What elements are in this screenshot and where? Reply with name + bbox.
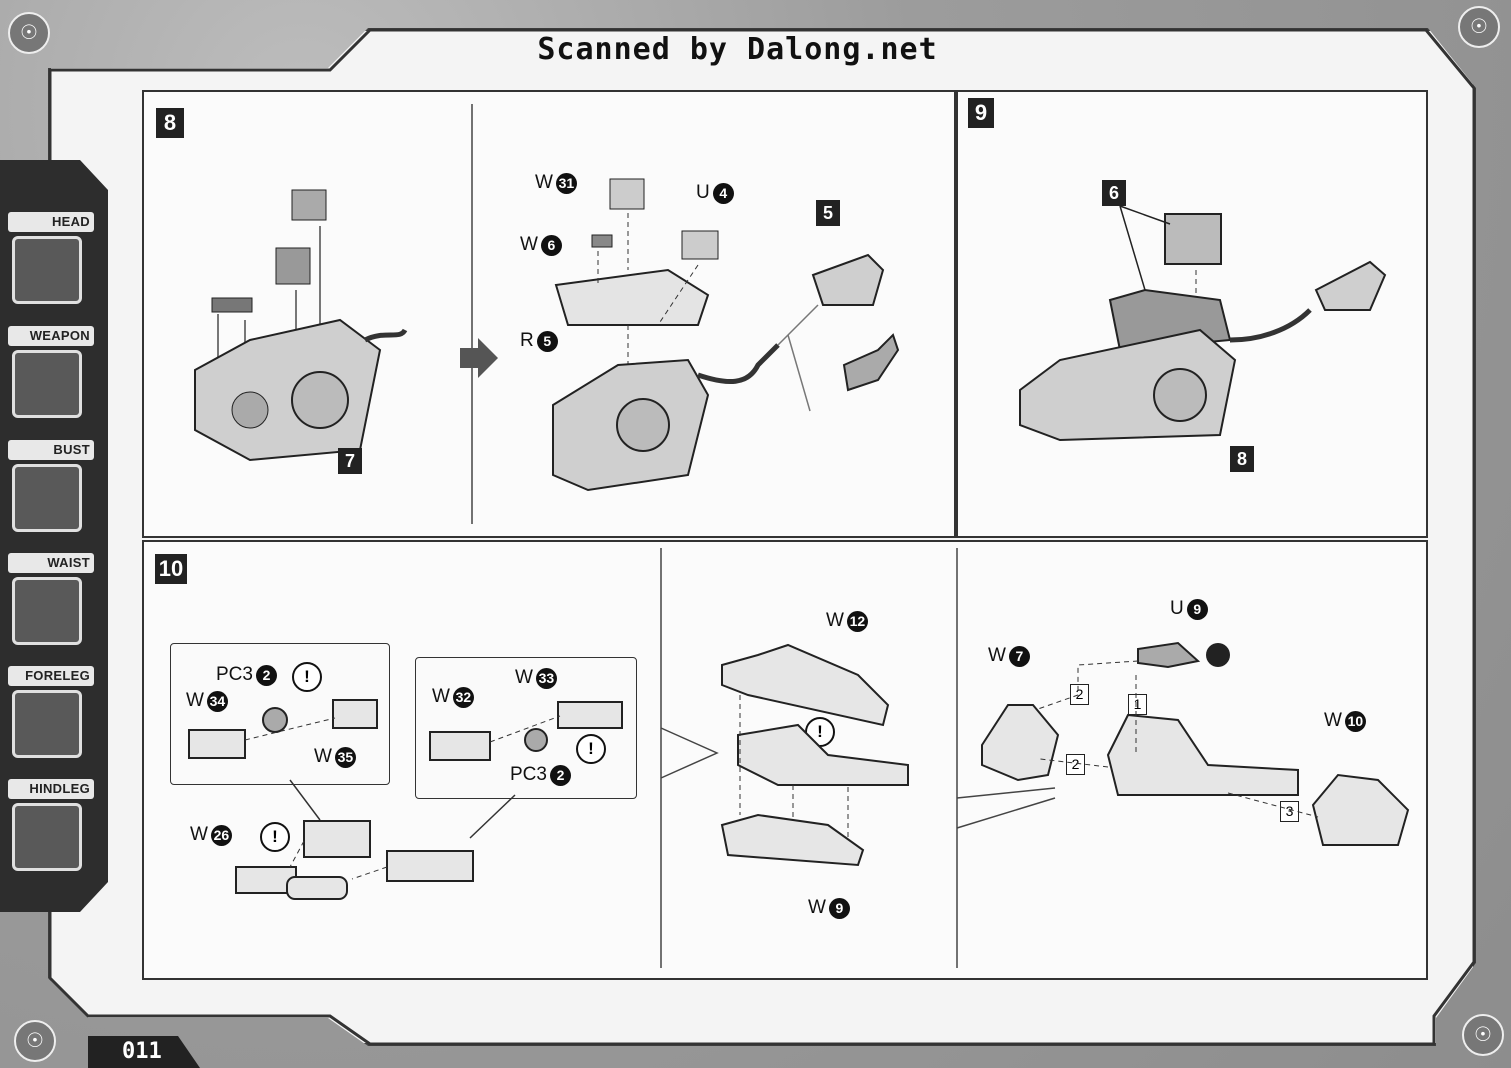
step-9-assembly-ref: 8 [1230,446,1254,472]
warning-icon: ! [292,662,322,692]
sidebar-item-label: FORELEG [8,666,94,686]
step-10-dividers [660,548,1056,968]
foreleg-section-icon [12,690,82,758]
sidebar-item-head[interactable]: HEAD [8,212,94,304]
part-number: 10 [1344,710,1366,732]
part-number: 26 [210,824,232,846]
bust-section-icon [12,464,82,532]
step-10-box-a-drawing [188,699,378,759]
part-number: 34 [206,690,228,712]
part-number: 2 [255,664,277,686]
warning-icon: ! [576,734,606,764]
step-10-box-b-drawing [429,701,623,761]
waist-section-icon [12,577,82,645]
part-number: 9 [1186,598,1208,620]
step-9-badge: 9 [968,98,994,128]
part-number: 33 [535,667,557,689]
part-number: 31 [555,172,577,194]
sidebar-item-hindleg[interactable]: HINDLEG [8,779,94,871]
corner-logo-top-left-icon: ☉ [8,12,50,54]
step-8-left-assembly-ref: 7 [338,448,362,474]
part-number: 4 [712,182,734,204]
assembly-order-step: 1 [1128,694,1147,715]
step-9-sub-ref: 6 [1102,180,1126,206]
part-number: 7 [1008,645,1030,667]
step-10-right-drawing [981,641,1410,846]
assembly-order-step: 2 [1066,754,1085,775]
step-9-assembly-drawing [1019,205,1387,442]
step-10-bottom-assembly-drawing [235,820,474,900]
sidebar-item-label: BUST [8,440,94,460]
step-8-left-assembly-drawing [194,189,408,462]
sidebar-item-weapon[interactable]: WEAPON [8,326,94,418]
step-8-right-assembly-drawing [552,178,900,492]
step-8-next-arrow-icon [460,338,498,378]
sidebar-item-waist[interactable]: WAIST [8,553,94,645]
step-10-badge: 10 [155,554,187,584]
step-8-badge: 8 [156,108,184,138]
corner-logo-bottom-right-icon: ☉ [1462,1014,1504,1056]
warning-icon: ! [260,822,290,852]
corner-logo-bottom-left-icon: ☉ [14,1020,56,1062]
part-number: 32 [452,686,474,708]
part-number: 35 [334,746,356,768]
part-number: 2 [549,764,571,786]
part-number: 12 [846,610,868,632]
head-section-icon [12,236,82,304]
sidebar-item-bust[interactable]: BUST [8,440,94,532]
step-10-callout-lines [289,779,516,839]
sidebar-item-label: WAIST [8,553,94,573]
step-10-middle-drawing [720,643,909,867]
scan-credit-title: Scanned by Dalong.net [537,32,938,67]
sidebar-item-label: HEAD [8,212,94,232]
sidebar-item-label: HINDLEG [8,779,94,799]
weapon-section-icon [12,350,82,418]
page-number: 011 [88,1036,200,1068]
step-8-panel [142,90,956,538]
sidebar-item-foreleg[interactable]: FORELEG [8,666,94,758]
part-number: 5 [536,330,558,352]
step-8-sub-ref: 5 [816,200,840,226]
part-number: 9 [828,897,850,919]
sidebar-item-label: WEAPON [8,326,94,346]
part-number: 6 [540,234,562,256]
assembly-order-step: 2 [1070,684,1089,705]
step-8-divider [471,104,473,524]
hindleg-section-icon [12,803,82,871]
